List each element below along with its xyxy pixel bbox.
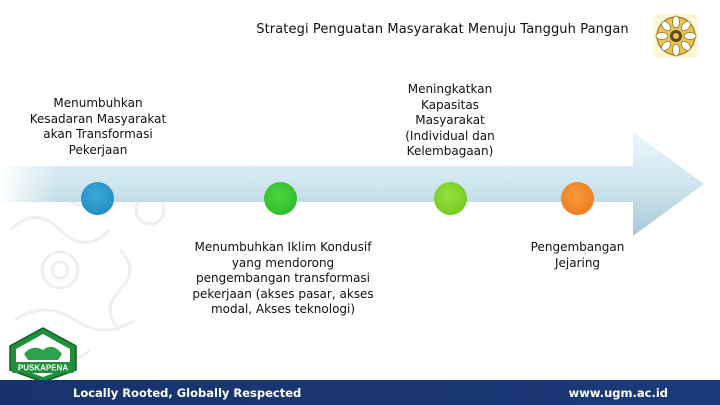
timeline-arrow xyxy=(0,132,704,236)
milestone-2-dot xyxy=(264,182,297,215)
milestone-3-dot xyxy=(434,182,467,215)
milestone-4-dot xyxy=(561,182,594,215)
milestone-3-label: Meningkatkan Kapasitas Masyarakat (Indiv… xyxy=(405,82,495,158)
footer-bar: Locally Rooted, Globally Respected www.u… xyxy=(0,380,720,405)
milestone-4-label: Pengembangan Jejaring xyxy=(530,240,625,270)
puskapena-logo: PUSKAPENA xyxy=(9,327,77,383)
university-seal-icon xyxy=(654,14,698,58)
footer-tagline: Locally Rooted, Globally Respected xyxy=(73,386,302,400)
milestone-2-label: Menumbuhkan Iklim Kondusif yang mendoron… xyxy=(192,240,374,316)
slide-title: Strategi Penguatan Masyarakat Menuju Tan… xyxy=(256,22,629,37)
milestone-1-dot xyxy=(81,182,114,215)
footer-website-link[interactable]: www.ugm.ac.id xyxy=(568,386,668,400)
logo-text: PUSKAPENA xyxy=(18,364,68,373)
milestone-1-label: Menumbuhkan Kesadaran Masyarakat akan Tr… xyxy=(29,96,167,157)
